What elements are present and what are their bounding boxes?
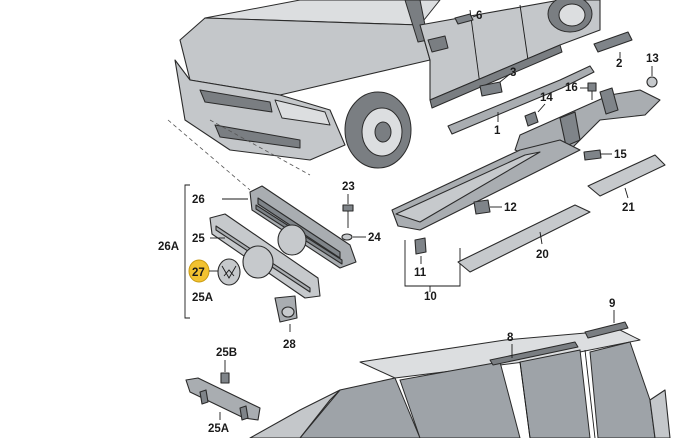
- label-13: 13: [646, 53, 659, 65]
- label-21: 21: [622, 202, 635, 214]
- part-13-clip: 13: [646, 53, 659, 88]
- label-27: 27: [192, 267, 205, 279]
- part-24-washer: 24: [341, 232, 381, 244]
- part-12-clip: 12: [473, 199, 517, 215]
- part-28-mount: 28: [274, 295, 298, 351]
- label-25B: 25B: [216, 347, 237, 359]
- part-14-clip: 14: [524, 92, 553, 127]
- label-26A: 26A: [158, 241, 179, 253]
- label-10: 10: [424, 291, 437, 303]
- part-20-sill-plate: 20: [457, 204, 591, 273]
- label-25: 25: [192, 233, 205, 245]
- part-25A-bracket: 25B 25A: [185, 347, 261, 435]
- label-9: 9: [609, 298, 615, 310]
- label-1: 1: [494, 125, 501, 137]
- label-12: 12: [504, 202, 517, 214]
- label-26: 26: [192, 194, 205, 206]
- label-2: 2: [616, 58, 622, 70]
- label-3: 3: [510, 67, 516, 79]
- label-20: 20: [536, 249, 549, 261]
- label-14: 14: [540, 92, 553, 104]
- part-10-side-sill: 10: [391, 139, 581, 303]
- part-23-screw: 23: [342, 181, 355, 228]
- part-26-grille: 26: [192, 185, 357, 269]
- car-bottom-illustration: 8 9: [249, 298, 671, 438]
- part-27-emblem: 27: [188, 258, 241, 286]
- label-6: 6: [476, 10, 482, 22]
- label-25A-top: 25A: [192, 292, 213, 304]
- label-16: 16: [565, 82, 578, 94]
- part-3-badge: 3: [479, 67, 516, 97]
- label-15: 15: [614, 149, 627, 161]
- label-11: 11: [414, 267, 427, 279]
- part-6-clip: 6: [454, 10, 482, 25]
- part-21-sill-cover: 21: [587, 154, 666, 214]
- label-8: 8: [507, 332, 514, 344]
- part-25-grille: 25: [192, 213, 321, 299]
- part-1-sill-trim: 1: [447, 65, 595, 137]
- car-top-illustration: [174, 0, 601, 169]
- part-2-trim-strip: 2: [593, 31, 633, 70]
- label-25A-bottom: 25A: [208, 423, 229, 435]
- part-11-clip: 11: [414, 237, 427, 279]
- label-28: 28: [283, 339, 296, 351]
- label-23: 23: [342, 181, 355, 193]
- part-16-screw: 16: [565, 82, 597, 100]
- part-15-bolt: 15: [583, 149, 627, 161]
- label-24: 24: [368, 232, 381, 244]
- bracket-26A: 26A: [158, 184, 190, 319]
